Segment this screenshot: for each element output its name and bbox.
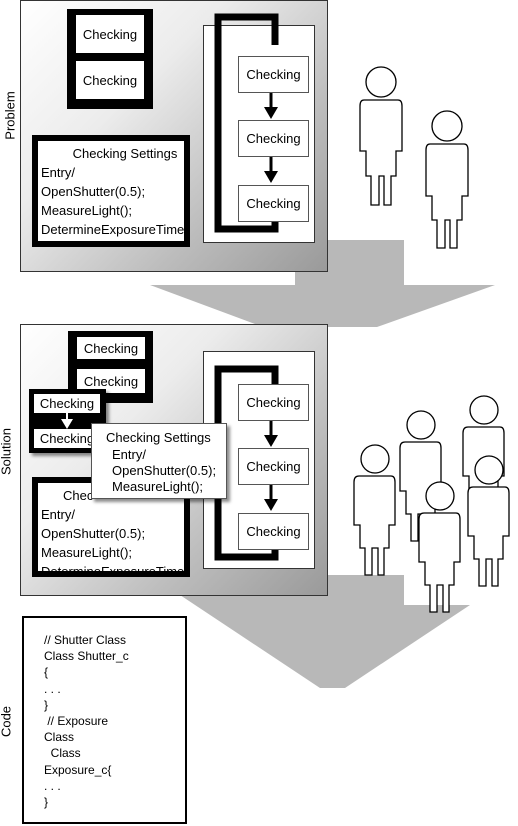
solution-flow-state-1: Checking bbox=[238, 384, 309, 421]
code-line: // Shutter Class bbox=[44, 633, 127, 647]
solution-settings-line: MeasureLight(); bbox=[41, 545, 133, 560]
popup-line: Entry/ bbox=[112, 447, 146, 462]
solution-small-top: Checking bbox=[34, 394, 100, 413]
solution-small-arrow bbox=[61, 413, 73, 429]
problem-settings-line: OpenShutter(0.5); bbox=[41, 184, 146, 199]
code-line: } bbox=[44, 697, 49, 712]
solution-settings-line: OpenShutter(0.5); bbox=[41, 526, 146, 541]
code-line: . . . bbox=[44, 778, 61, 793]
code-line: { bbox=[44, 665, 49, 680]
solution-small-bottom: Checking bbox=[34, 429, 100, 448]
problem-flow-state-2: Checking bbox=[238, 120, 309, 157]
problem-settings-line: MeasureLight(); bbox=[41, 203, 133, 218]
solution-settings-title: Chec bbox=[63, 488, 94, 503]
solution-settings-box: Chec Entry/ OpenShutter(0.5); MeasureLig… bbox=[32, 477, 190, 577]
problem-flow-lines bbox=[214, 13, 279, 233]
arrow-solution-to-code bbox=[180, 575, 470, 688]
solution-settings-line: DetermineExposureTime( bbox=[41, 564, 189, 577]
popup-line: OpenShutter(0.5); bbox=[112, 463, 217, 478]
code-line: . . . bbox=[44, 681, 61, 696]
popup-title: Checking Settings bbox=[106, 430, 211, 445]
solution-settings-line: Entry/ bbox=[41, 507, 75, 522]
arrow-problem-to-solution bbox=[150, 240, 495, 327]
problem-state-top: Checking bbox=[76, 15, 144, 53]
section-label-code: Code bbox=[0, 705, 14, 738]
person-icon bbox=[353, 444, 396, 576]
solution-state-bottom: Checking bbox=[77, 369, 145, 393]
solution-panel: Checking Checking Chec Entry/ OpenShutte… bbox=[20, 324, 328, 596]
problem-settings-box: Checking Settings Entry/ OpenShutter(0.5… bbox=[32, 135, 190, 247]
person-icon bbox=[418, 481, 461, 613]
solution-settings-popup: Checking Settings Entry/ OpenShutter(0.5… bbox=[91, 423, 227, 499]
problem-flow-state-3: Checking bbox=[238, 185, 309, 222]
person-icon bbox=[467, 455, 510, 587]
solution-state-top: Checking bbox=[77, 337, 145, 359]
problem-settings-line: DetermineExposureTime( bbox=[41, 222, 189, 237]
problem-settings-line: Entry/ bbox=[41, 165, 75, 180]
popup-line: MeasureLight(); bbox=[112, 479, 204, 494]
problem-panel: Checking Checking Checking Settings Entr… bbox=[20, 0, 328, 272]
problem-state-bottom: Checking bbox=[76, 61, 144, 99]
solution-flow-state-2: Checking bbox=[238, 448, 309, 485]
code-line: } bbox=[44, 795, 49, 810]
person-icon bbox=[425, 110, 469, 249]
code-line: Class bbox=[44, 746, 81, 761]
code-line: Class Shutter_c bbox=[44, 649, 129, 664]
problem-flow-state-1: Checking bbox=[238, 56, 309, 93]
problem-settings-title: Checking Settings bbox=[72, 146, 178, 161]
code-line: Exposure_c{ bbox=[44, 762, 112, 777]
person-icon bbox=[399, 410, 442, 542]
solution-flow-state-3: Checking bbox=[238, 513, 309, 550]
code-line: // Exposure bbox=[44, 714, 109, 729]
person-icon bbox=[359, 66, 403, 206]
code-line: Class bbox=[44, 730, 75, 745]
